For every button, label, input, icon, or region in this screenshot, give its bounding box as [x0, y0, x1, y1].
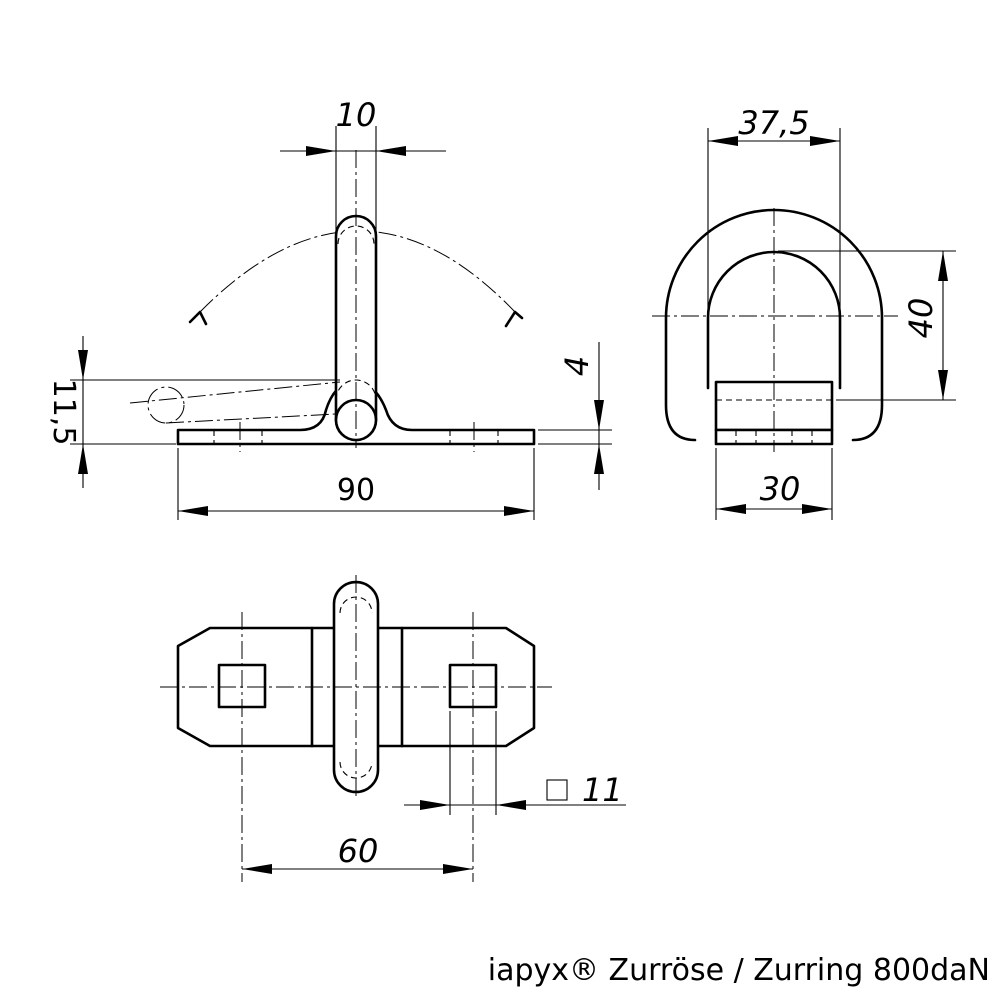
dim-label-plate-width: 30 [760, 470, 801, 508]
dim-label-square-hole: 11 [582, 771, 623, 809]
folded-ring-line [129, 381, 341, 404]
product-caption: iapyx® Zurröse / Zurring 800daN [487, 953, 990, 988]
folded-ring-ghost [147, 386, 185, 424]
dim-label-height: 11,5 [46, 379, 81, 446]
dim-arrow [443, 864, 473, 874]
dim-arrow [420, 800, 450, 810]
dim-label-top-width: 10 [336, 96, 377, 134]
dim-arrow [938, 370, 948, 400]
dim-arrow [178, 506, 208, 516]
dim-label-total-length: 90 [337, 473, 375, 508]
dim-arrow [504, 506, 534, 516]
pivot-hidden [335, 379, 377, 401]
dim-arrow [708, 136, 738, 146]
dim-label-hole-spacing: 60 [338, 832, 379, 870]
front-view: 37,5 40 30 [652, 104, 956, 520]
square-symbol [546, 779, 568, 801]
top-view: 11 60 [160, 575, 626, 882]
dim-arrow [242, 864, 272, 874]
dim-arrow [594, 400, 604, 430]
folded-ring-line [165, 413, 337, 424]
dim-arrow [810, 136, 840, 146]
side-view: 10 90 11,5 4 [46, 96, 612, 520]
dim-label-ring-width: 37,5 [738, 104, 809, 142]
dim-arrow [78, 444, 88, 474]
dim-label-ring-height: 40 [902, 298, 940, 339]
swing-arrow-left [188, 310, 208, 326]
dim-arrow [78, 350, 88, 380]
dim-arrow [802, 504, 832, 514]
dim-arrow [306, 146, 336, 156]
dim-arrow [496, 800, 526, 810]
swing-arrow-right [504, 310, 524, 328]
dim-arrow [594, 444, 604, 474]
dim-arrow [938, 251, 948, 281]
dim-label-thickness: 4 [558, 356, 596, 376]
dim-arrow [376, 146, 406, 156]
dim-arrow [716, 504, 746, 514]
